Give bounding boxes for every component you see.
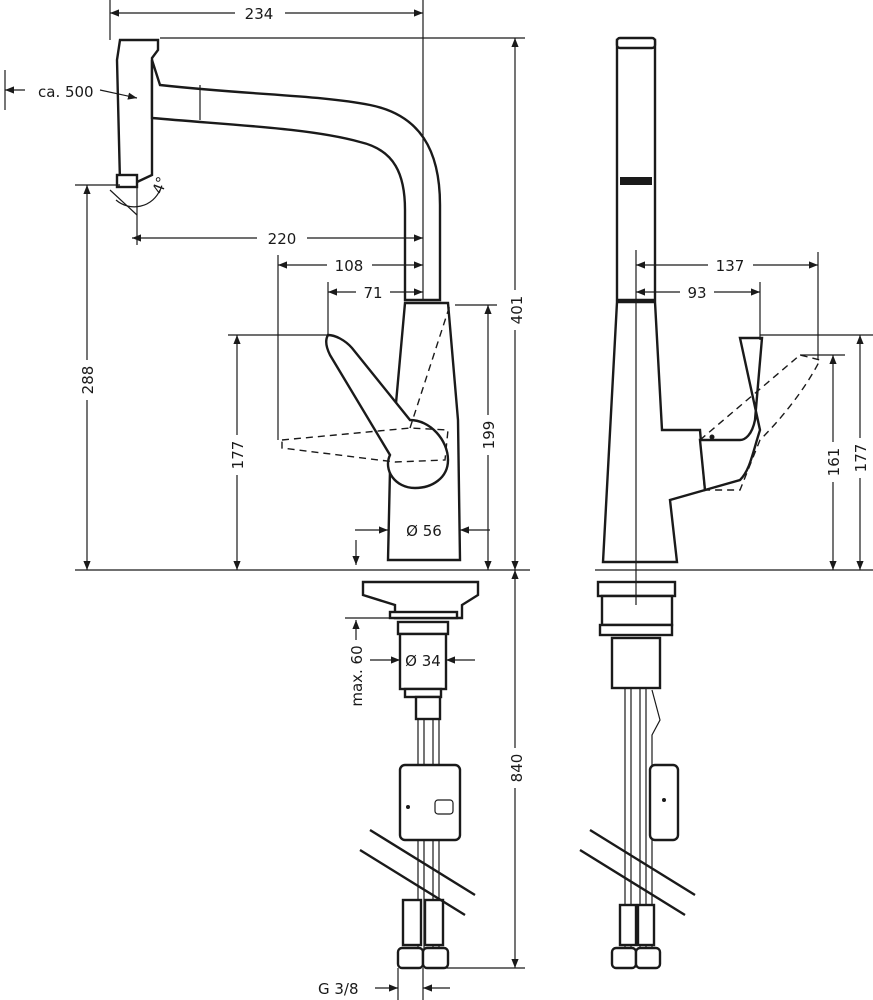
- shank-washer: [396, 620, 450, 636]
- shank-end: [403, 687, 443, 699]
- shank: [398, 632, 448, 691]
- dim-diameter-34: Ø 34: [405, 652, 441, 670]
- side-break-line-2: [579, 848, 686, 917]
- side-control-box: [648, 763, 680, 842]
- dim-diameter-56: Ø 56: [406, 522, 442, 540]
- dim-93: 93: [687, 284, 706, 302]
- aerator: [115, 173, 139, 189]
- mounting-plate: [361, 580, 480, 620]
- dim-220: 220: [268, 230, 297, 248]
- side-break-line-1: [589, 828, 696, 897]
- dim-137: 137: [716, 257, 745, 275]
- side-shank: [610, 636, 662, 690]
- dim-199: 199: [480, 421, 498, 450]
- hose-connectors: [396, 898, 450, 970]
- front-view: [75, 38, 530, 970]
- spout-arm: [150, 59, 442, 302]
- dim-connection: G 3/8: [318, 980, 359, 998]
- dim-161: 161: [825, 448, 843, 477]
- mounting-nut: [388, 610, 459, 620]
- dim-max-60: max. 60: [348, 645, 366, 706]
- side-mount-ring: [598, 623, 674, 637]
- control-box-label: [434, 799, 454, 815]
- dim-71: 71: [363, 284, 382, 302]
- side-hose-connectors: [610, 903, 662, 970]
- dim-840: 840: [508, 754, 526, 783]
- hose-fitting-top: [414, 695, 442, 721]
- side-hoses: [624, 688, 647, 955]
- dim-pullout: ca. 500: [38, 83, 94, 101]
- lever-alt-position-2: [409, 304, 451, 429]
- dim-401: 401: [508, 296, 526, 325]
- dim-177-front: 177: [229, 441, 247, 470]
- side-control-dot: [662, 798, 666, 802]
- side-hose-loop: [651, 689, 661, 960]
- side-lever-pin: [709, 434, 715, 440]
- break-line-2: [359, 848, 466, 917]
- dim-234: 234: [245, 5, 274, 23]
- control-box: [398, 763, 462, 842]
- dim-angle: 4°: [149, 174, 172, 196]
- side-body: [601, 300, 707, 564]
- side-spout-band: [620, 177, 652, 185]
- spout-head: [115, 38, 160, 184]
- front-dimensions: 234 ca. 500 4° 220 108 71 401: [4, 0, 527, 1000]
- dim-177-side: 177: [852, 444, 870, 473]
- break-line-1: [369, 828, 476, 897]
- side-mount-nut: [600, 594, 674, 627]
- side-lever-alt: [699, 354, 822, 491]
- dim-288: 288: [79, 366, 97, 395]
- lever-alt-position: [281, 427, 449, 463]
- side-dimensions: 137 93 177 161: [636, 252, 873, 570]
- lever-handle: [325, 333, 450, 490]
- side-view: [579, 36, 873, 970]
- control-box-dot: [406, 805, 410, 809]
- dim-108: 108: [335, 257, 364, 275]
- side-spout-cap: [615, 36, 657, 50]
